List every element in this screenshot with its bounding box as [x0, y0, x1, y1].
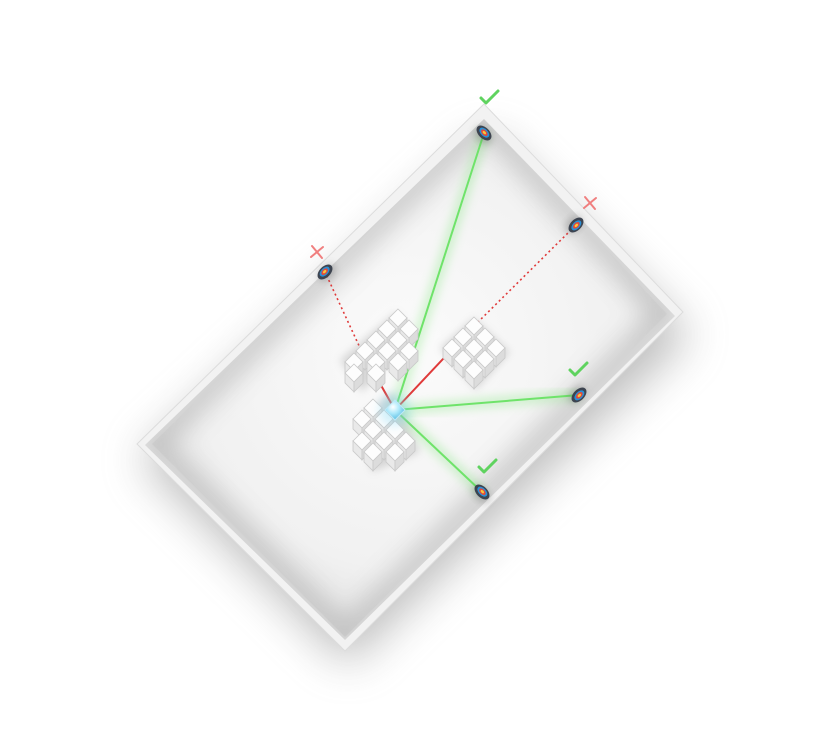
target-bullseye — [480, 489, 485, 494]
check-icon — [479, 89, 500, 105]
target-bullseye — [577, 393, 582, 398]
cube-c-9 — [385, 442, 405, 472]
target-right — [568, 386, 587, 403]
ray-dotted-upper-right — [473, 224, 577, 327]
target-upper-right — [565, 216, 584, 233]
wall-shading — [145, 119, 675, 640]
cross-icon — [310, 245, 324, 259]
target-bullseye — [322, 269, 327, 274]
target-bottom — [473, 484, 490, 503]
target-top — [475, 125, 492, 144]
check-icon — [477, 458, 498, 474]
check-icon — [568, 361, 589, 377]
cube-a-2 — [399, 319, 419, 349]
cross-icon — [583, 196, 597, 210]
cube-c-8 — [363, 442, 383, 472]
target-upper-left — [317, 264, 336, 281]
ray-hit-bottom — [394, 409, 483, 493]
emitter-cube — [384, 399, 406, 421]
cube-emitter-icon[interactable] — [379, 394, 411, 426]
ray-hit-right — [394, 394, 580, 411]
target-bullseye — [482, 130, 487, 135]
cube-a-11 — [344, 363, 364, 393]
cube-a-12 — [366, 363, 386, 393]
ray-dotted-upper-left — [324, 271, 362, 351]
blocks-layer — [340, 308, 510, 472]
target-bullseye — [574, 223, 579, 228]
cube-b-8 — [464, 360, 484, 390]
cube-a-10 — [388, 352, 408, 382]
targets-layer — [310, 89, 597, 503]
